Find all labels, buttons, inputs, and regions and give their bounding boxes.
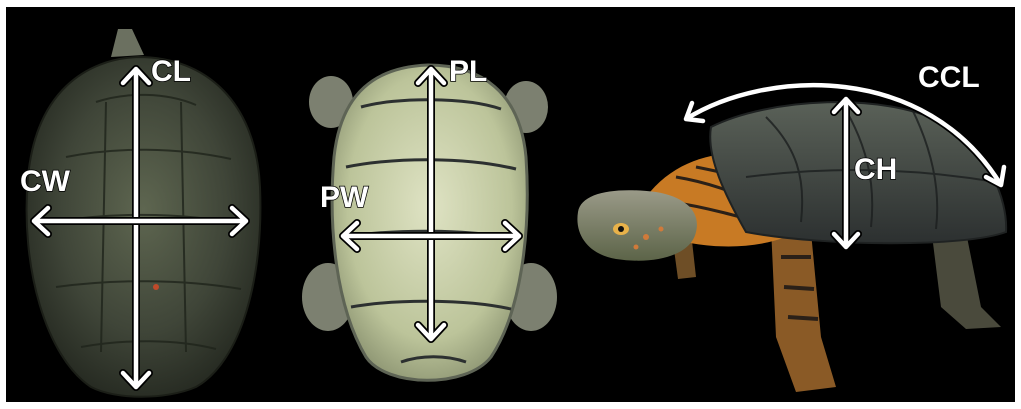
turtle-side-photo bbox=[577, 102, 1006, 392]
carapace-tail bbox=[111, 29, 144, 57]
turtle-front-leg bbox=[771, 227, 836, 392]
label-cw: CW bbox=[20, 165, 71, 198]
label-ch: CH bbox=[854, 153, 897, 186]
label-pw: PW bbox=[320, 181, 369, 214]
carapace-spot bbox=[153, 284, 159, 290]
label-cl: CL bbox=[151, 55, 191, 88]
label-pl: PL bbox=[449, 55, 487, 88]
turtle-measurement-figure: CL CW PL PW CH CCL bbox=[6, 7, 1015, 402]
carapace-photo bbox=[27, 29, 261, 397]
carapace-shell bbox=[27, 57, 261, 397]
turtle-head bbox=[577, 190, 697, 261]
label-ccl: CCL bbox=[918, 61, 980, 94]
